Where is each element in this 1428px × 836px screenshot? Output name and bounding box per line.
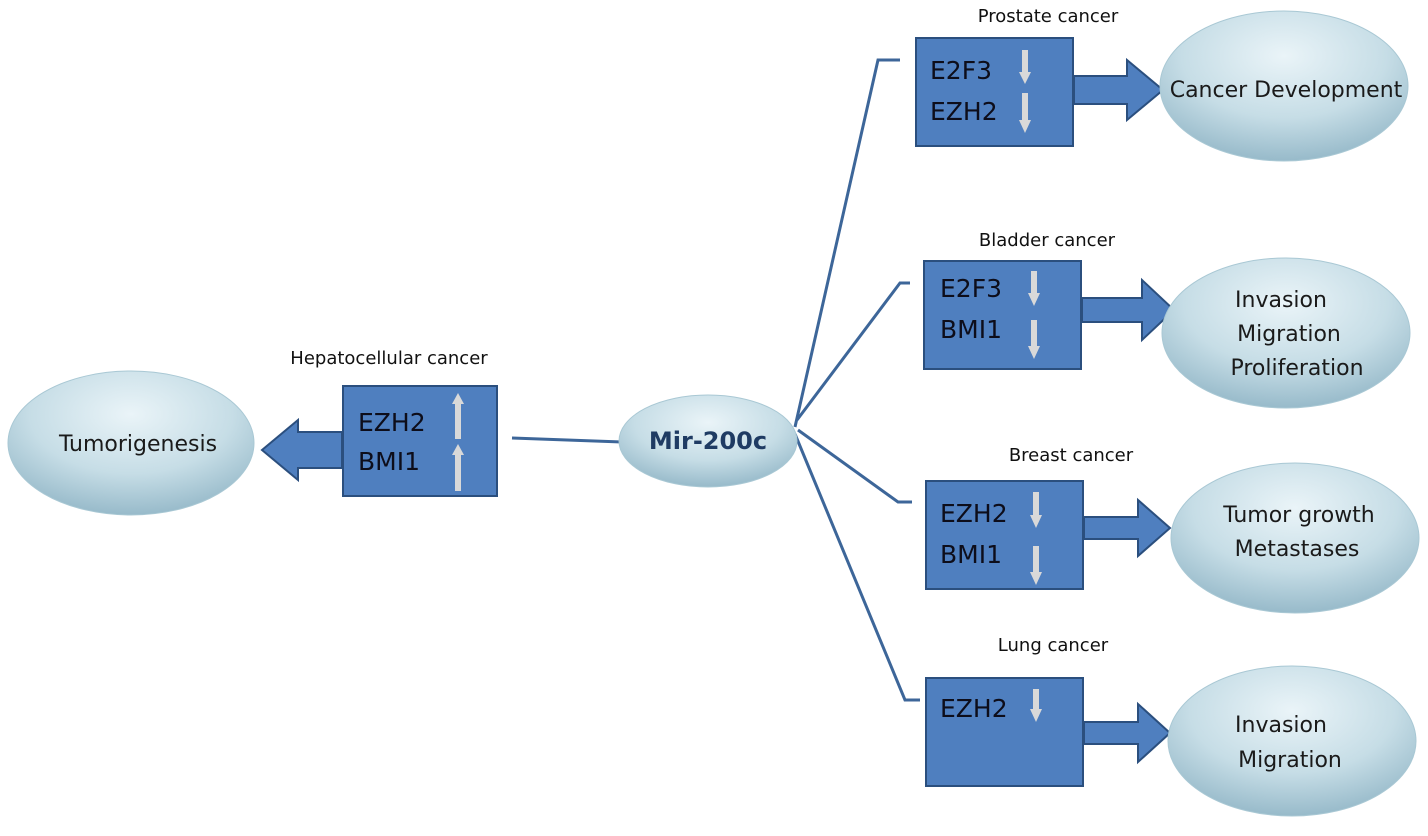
down-arrow-icon [1028, 320, 1040, 359]
bladder-outcome-line-3: Proliferation [1230, 356, 1363, 381]
breast-caption: Breast cancer [1009, 445, 1134, 466]
lung-gene-1: EZH2 [940, 694, 1008, 723]
bladder-gene-box [923, 260, 1082, 370]
lung-group: Lung cancer EZH2 Invasion Migration [925, 635, 1417, 817]
prostate-gene-box [915, 37, 1074, 147]
lung-outcome-line-2: Migration [1238, 748, 1342, 773]
bladder-gene-1: E2F3 [940, 274, 1002, 303]
center-label: Mir-200c [649, 427, 767, 455]
right-block-arrow-icon [1083, 701, 1172, 765]
prostate-outcome-label: Cancer Development [1170, 78, 1403, 103]
connector-lines [511, 58, 920, 702]
left-block-arrow-icon [260, 417, 343, 483]
right-block-arrow-icon [1081, 277, 1176, 343]
hepatocellular-group: Hepatocellular cancer EZH2 BMI1 Tumorige… [7, 348, 498, 516]
down-arrow-icon [1019, 50, 1031, 84]
up-arrow-icon [452, 393, 464, 439]
center-ellipse [618, 394, 798, 488]
bladder-outcome-line-1: Invasion [1235, 288, 1327, 313]
hepatocellular-outcome-label: Tumorigenesis [58, 432, 217, 457]
prostate-caption: Prostate cancer [978, 6, 1119, 27]
breast-gene-box [925, 480, 1084, 590]
prostate-outcome-ellipse [1159, 10, 1409, 162]
hepatocellular-gene-2: BMI1 [358, 447, 420, 476]
center-node: Mir-200c [618, 394, 798, 488]
breast-gene-1: EZH2 [940, 499, 1008, 528]
connector-lung [793, 433, 920, 702]
down-arrow-icon [1030, 492, 1042, 528]
lung-outcome-line-1: Invasion [1235, 713, 1327, 738]
breast-outcome-line-2: Metastases [1235, 537, 1360, 562]
breast-group: Breast cancer EZH2 BMI1 Tumor growth Met… [925, 445, 1420, 614]
hepatocellular-gene-1: EZH2 [358, 408, 426, 437]
down-arrow-icon [1019, 93, 1031, 133]
bladder-caption: Bladder cancer [979, 230, 1116, 251]
connector-hepatocellular [511, 436, 623, 444]
hepatocellular-caption: Hepatocellular cancer [290, 348, 488, 369]
down-arrow-icon [1030, 546, 1042, 585]
hepatocellular-gene-box [342, 385, 498, 497]
lung-gene-box [925, 677, 1084, 787]
right-block-arrow-icon [1073, 57, 1165, 123]
right-block-arrow-icon [1083, 497, 1172, 559]
down-arrow-icon [1028, 271, 1040, 306]
breast-gene-2: BMI1 [940, 540, 1002, 569]
bladder-group: Bladder cancer E2F3 BMI1 Invasion Migrat… [923, 230, 1411, 409]
lung-outcome-ellipse [1167, 665, 1417, 817]
prostate-gene-1: E2F3 [930, 56, 992, 85]
connector-bladder [795, 281, 910, 421]
up-arrow-icon [452, 444, 464, 491]
breast-outcome-ellipse [1170, 462, 1420, 614]
connector-prostate [793, 58, 900, 428]
hepatocellular-outcome-ellipse [7, 370, 255, 516]
bladder-outcome-ellipse [1161, 257, 1411, 409]
connector-breast [797, 428, 912, 504]
lung-caption: Lung cancer [998, 635, 1109, 656]
down-arrow-icon [1030, 689, 1042, 722]
prostate-group: Prostate cancer E2F3 EZH2 Cancer Develop… [915, 6, 1409, 162]
breast-outcome-line-1: Tumor growth [1222, 503, 1375, 528]
bladder-gene-2: BMI1 [940, 315, 1002, 344]
prostate-gene-2: EZH2 [930, 97, 998, 126]
bladder-outcome-line-2: Migration [1237, 322, 1341, 347]
